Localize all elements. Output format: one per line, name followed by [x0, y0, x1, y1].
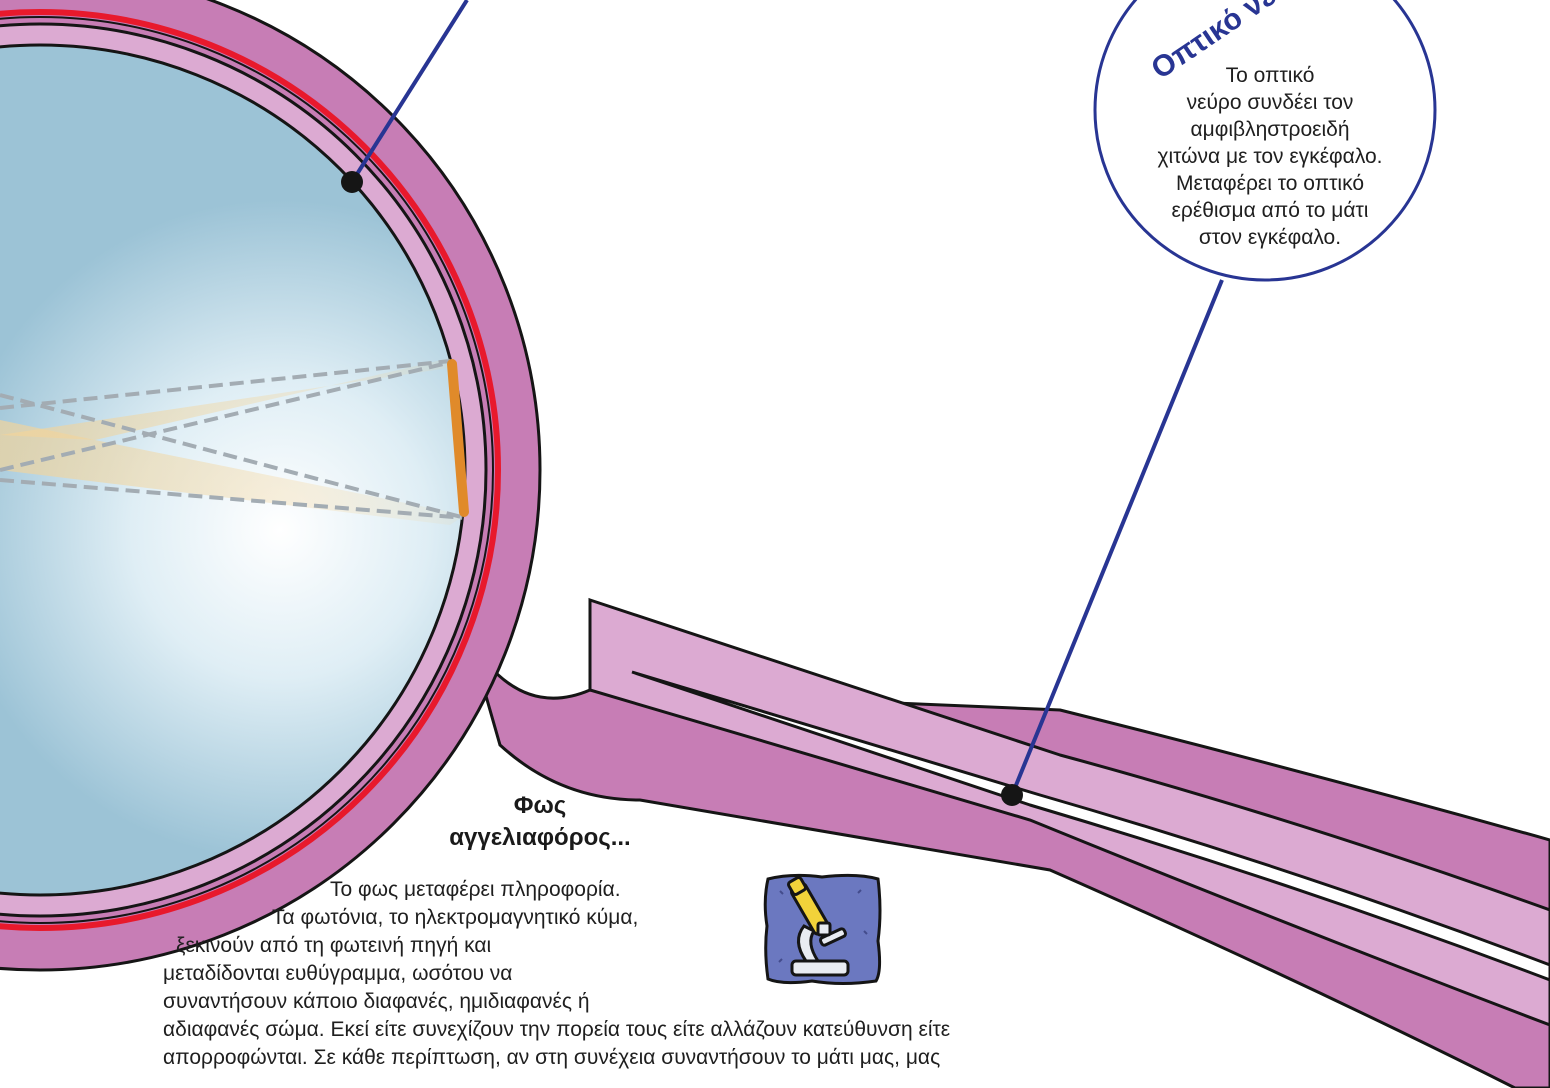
callout-body: Το οπτικό νεύρο συνδέει τον αμφιβληστροε… [1140, 62, 1400, 251]
leader-dot-top [341, 171, 363, 193]
callout-line: Μεταφέρει το οπτικό [1140, 170, 1400, 197]
paragraph-line: αδιαφανές σώμα. Εκεί είτε συνεχίζουν την… [163, 1016, 950, 1043]
microscope-icon [762, 871, 884, 987]
paragraph-line: ξεκινούν από τη φωτεινή πηγή και [176, 932, 491, 959]
leader-dot-nerve [1001, 784, 1023, 806]
paragraph-line: συναντήσουν κάποιο διαφανές, ημιδιαφανές… [163, 988, 590, 1015]
leader-line-nerve [1012, 280, 1222, 795]
callout-line: Το οπτικό [1140, 62, 1400, 89]
light-section-title: Φως αγγελιαφόρος... [400, 790, 680, 854]
paragraph-line: μεταδίδονται ευθύγραμμα, ωσότου να [163, 960, 512, 987]
light-title-line-2: αγγελιαφόρος... [400, 822, 680, 854]
callout-line: στον εγκέφαλο. [1140, 224, 1400, 251]
callout-line: ερέθισμα από το μάτι [1140, 197, 1400, 224]
paragraph-line: Τα φωτόνια, το ηλεκτρομαγνητικό κύμα, [272, 904, 638, 931]
callout-line: νεύρο συνδέει τον [1140, 89, 1400, 116]
light-title-line-1: Φως [400, 790, 680, 822]
callout-line: χιτώνα με τον εγκέφαλο. [1140, 143, 1400, 170]
callout-line: αμφιβληστροειδή [1140, 116, 1400, 143]
paragraph-line: Το φως μεταφέρει πληροφορία. [330, 876, 621, 903]
paragraph-line: απορροφώνται. Σε κάθε περίπτωση, αν στη … [163, 1044, 940, 1071]
